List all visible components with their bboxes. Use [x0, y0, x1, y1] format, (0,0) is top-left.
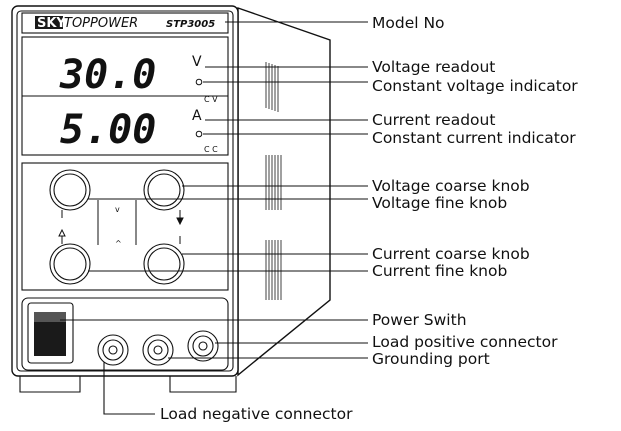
label-current-readout: Current readout	[372, 111, 495, 129]
label-voltage-coarse-knob: Voltage coarse knob	[372, 177, 530, 195]
label-current-coarse-knob: Current coarse knob	[372, 245, 530, 263]
label-model-no: Model No	[372, 14, 445, 32]
label-voltage-fine-knob: Voltage fine knob	[372, 194, 507, 212]
current-unit: A	[192, 108, 202, 124]
load-negative-connector[interactable]	[97, 334, 129, 366]
label-load-positive-connector: Load positive connector	[372, 333, 558, 351]
lower-panel	[21, 297, 229, 371]
front-panel-inner	[16, 10, 234, 372]
power-switch[interactable]	[27, 302, 74, 364]
label-load-negative-connector: Load negative connector	[160, 405, 353, 423]
label-voltage-readout: Voltage readout	[372, 58, 495, 76]
voltage-mark-icon: v	[115, 205, 120, 214]
front-foot-right	[169, 376, 237, 393]
label-grounding-port: Grounding port	[372, 350, 490, 368]
grounding-port[interactable]	[142, 334, 174, 366]
voltage-fine-knob[interactable]	[49, 169, 91, 211]
cv-mark: C V	[204, 95, 218, 104]
current-fine-knob[interactable]	[49, 243, 91, 285]
voltage-readout: 30.0	[59, 52, 156, 98]
cv-indicator-icon	[195, 78, 203, 86]
side-vents	[265, 62, 282, 300]
label-power-switch: Power Swith	[372, 311, 467, 329]
current-mark-icon: ^	[115, 239, 122, 248]
brand-text: TOPPOWER	[64, 16, 138, 31]
brand-box	[35, 16, 63, 29]
voltage-unit: V	[192, 54, 202, 70]
voltage-coarse-knob[interactable]	[143, 169, 185, 211]
label-cc-indicator: Constant current indicator	[372, 129, 576, 147]
knob-panel	[21, 162, 229, 291]
brand-bar	[21, 12, 229, 34]
current-readout: 5.00	[60, 107, 156, 153]
model-number: STP3005	[166, 19, 215, 30]
knob-markings	[58, 200, 184, 245]
load-positive-connector[interactable]	[187, 330, 219, 362]
current-coarse-knob[interactable]	[143, 243, 185, 285]
leader-lines	[60, 21, 368, 415]
label-cv-indicator: Constant voltage indicator	[372, 77, 578, 95]
label-current-fine-knob: Current fine knob	[372, 262, 507, 280]
cc-indicator-icon	[195, 130, 203, 138]
front-foot-left	[19, 376, 81, 393]
brand-box-text: SKY	[37, 16, 66, 31]
cc-mark: C C	[204, 145, 218, 154]
